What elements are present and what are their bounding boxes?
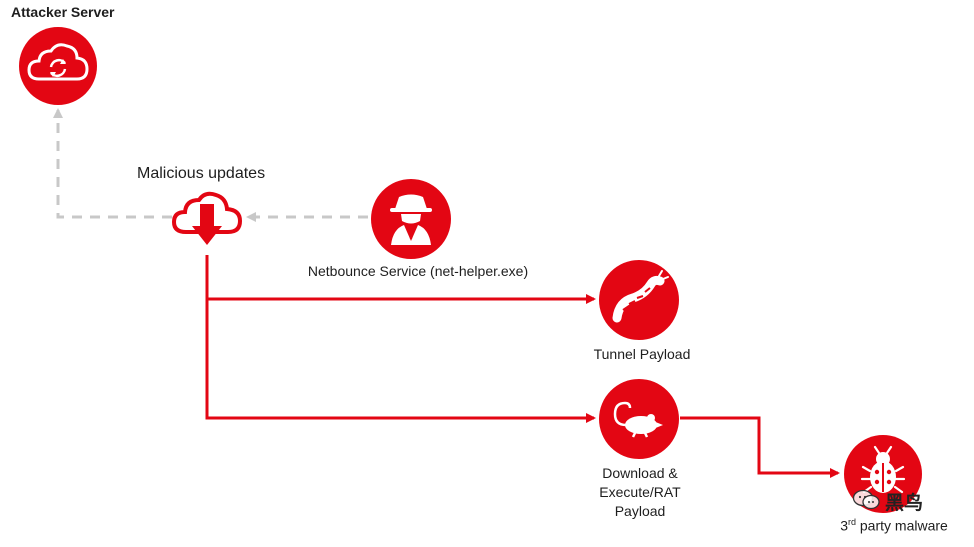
download-execute-label-line2: Execute/RAT	[599, 484, 681, 500]
cloud-sync-icon	[27, 43, 89, 81]
malicious-updates-label: Malicious updates	[137, 165, 266, 182]
netbounce-service-node	[371, 179, 451, 259]
arrow-updates-to-download	[205, 299, 596, 423]
attacker-server-label: Attacker Server	[11, 4, 115, 20]
watermark-text: 黑鸟	[885, 492, 924, 514]
cloud-download-icon	[171, 191, 243, 245]
3rd-party-label-prefix: 3	[840, 517, 848, 534]
worm-icon	[612, 270, 669, 323]
wechat-icon	[852, 489, 880, 510]
3rd-party-label-sup: rd	[847, 517, 856, 527]
rat-icon	[613, 401, 663, 438]
netbounce-service-label: Netbounce Service (net-helper.exe)	[307, 263, 529, 279]
tunnel-payload-label: Tunnel Payload	[593, 346, 691, 362]
download-execute-label-line1: Download &	[602, 465, 678, 481]
download-execute-label: Download & Execute/RAT Payload	[599, 464, 680, 521]
3rd-party-malware-node	[844, 435, 922, 513]
arrow-download-to-3rd-party	[680, 416, 840, 478]
dashed-arrow-updates-to-server	[53, 108, 172, 219]
spy-icon	[390, 194, 432, 245]
3rd-party-label-rest: party malware	[856, 517, 948, 534]
attacker-server-node	[19, 27, 97, 105]
download-execute-node	[599, 379, 679, 459]
download-execute-label-line3: Payload	[614, 503, 666, 519]
tunnel-payload-node	[599, 260, 679, 340]
3rd-party-malware-label: 3rd party malware	[840, 517, 948, 534]
bug-icon	[860, 445, 906, 494]
